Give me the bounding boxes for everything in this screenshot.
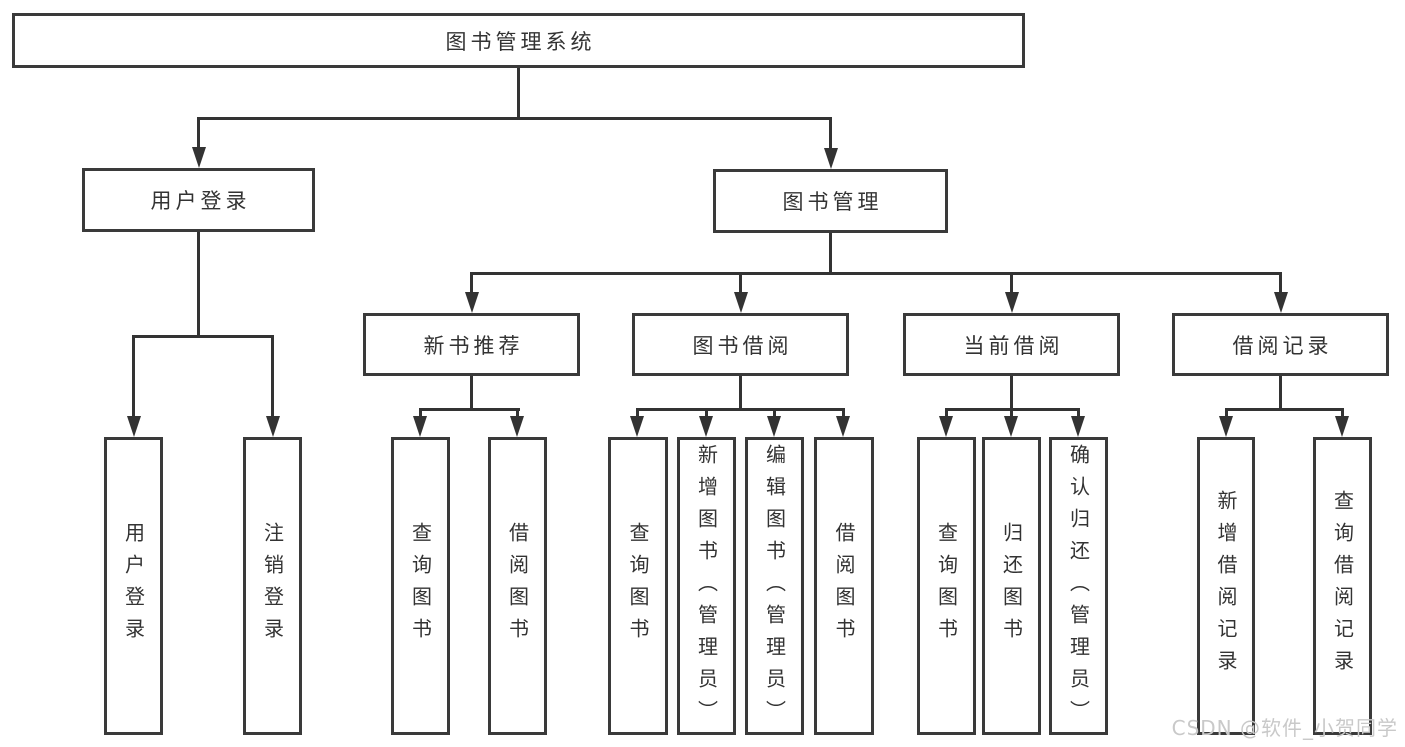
leaf-borrow-books-2: 借阅图书 (814, 437, 874, 735)
arrow-down-icon (127, 416, 141, 437)
leaf-label: 查询图书 (934, 522, 959, 650)
connector-line (419, 408, 520, 411)
leaf-label: 查询图书 (408, 522, 433, 650)
arrow-down-icon (1004, 416, 1018, 437)
node-user-login: 用户登录 (82, 168, 315, 232)
leaf-user-login: 用户登录 (104, 437, 163, 735)
csdn-watermark: CSDN @软件_小贺同学 (1171, 716, 1398, 740)
leaf-label: 借阅图书 (505, 522, 530, 650)
node-library-management-system: 图书管理系统 (12, 13, 1025, 68)
leaf-label: 新增借阅记录 (1214, 490, 1238, 682)
arrow-down-icon (824, 148, 838, 169)
leaf-label: 新增图书（管理员） (694, 444, 719, 732)
leaf-label: 借阅图书 (832, 522, 856, 650)
leaf-search-books-recommend: 查询图书 (391, 437, 450, 735)
connector-line (1279, 376, 1282, 411)
leaf-add-borrow-record: 新增借阅记录 (1197, 437, 1255, 735)
leaf-search-books-current: 查询图书 (917, 437, 976, 735)
leaf-edit-book-admin: 编辑图书（管理员） (745, 437, 804, 735)
arrow-down-icon (413, 416, 427, 437)
connector-line (739, 376, 742, 411)
node-borrowing-records: 借阅记录 (1172, 313, 1389, 376)
leaf-logout: 注销登录 (243, 437, 302, 735)
leaf-search-books-borrowing: 查询图书 (608, 437, 668, 735)
leaf-label: 确认归还（管理员） (1066, 444, 1091, 732)
arrow-down-icon (1219, 416, 1233, 437)
node-book-management: 图书管理 (713, 169, 948, 233)
arrow-down-icon (1274, 292, 1288, 313)
leaf-search-borrow-record: 查询借阅记录 (1313, 437, 1372, 735)
node-new-book-recommendation: 新书推荐 (363, 313, 580, 376)
connector-line (470, 272, 1282, 275)
connector-line (829, 233, 832, 275)
connector-line (470, 376, 473, 411)
leaf-return-book: 归还图书 (982, 437, 1041, 735)
arrow-down-icon (1005, 292, 1019, 313)
connector-line (132, 335, 274, 338)
arrow-down-icon (734, 292, 748, 313)
leaf-confirm-return-admin: 确认归还（管理员） (1049, 437, 1108, 735)
arrow-down-icon (939, 416, 953, 437)
connector-line (829, 117, 832, 152)
node-current-borrowing: 当前借阅 (903, 313, 1120, 376)
connector-line (739, 272, 742, 296)
connector-line (197, 232, 200, 338)
connector-line (1010, 376, 1013, 411)
leaf-label: 查询借阅记录 (1330, 490, 1355, 682)
arrow-down-icon (510, 416, 524, 437)
connector-line (1225, 408, 1344, 411)
arrow-down-icon (465, 292, 479, 313)
arrow-down-icon (767, 416, 781, 437)
arrow-down-icon (192, 147, 206, 168)
connector-line (197, 117, 200, 151)
connector-line (132, 335, 135, 423)
connector-line (197, 117, 832, 120)
leaf-label: 用户登录 (121, 522, 146, 650)
connector-line (271, 335, 274, 423)
arrow-down-icon (699, 416, 713, 437)
leaf-borrow-books-recommend: 借阅图书 (488, 437, 547, 735)
arrow-down-icon (836, 416, 850, 437)
leaf-label: 注销登录 (260, 522, 285, 650)
connector-line (1010, 272, 1013, 296)
connector-line (517, 68, 520, 120)
arrow-down-icon (1071, 416, 1085, 437)
connector-line (470, 272, 473, 296)
leaf-label: 归还图书 (999, 522, 1024, 650)
arrow-down-icon (1335, 416, 1349, 437)
arrow-down-icon (630, 416, 644, 437)
connector-line (636, 408, 845, 411)
leaf-label: 编辑图书（管理员） (762, 444, 787, 732)
leaf-add-book-admin: 新增图书（管理员） (677, 437, 736, 735)
leaf-label: 查询图书 (626, 522, 650, 650)
node-book-borrowing: 图书借阅 (632, 313, 849, 376)
connector-line (1279, 272, 1282, 296)
arrow-down-icon (266, 416, 280, 437)
